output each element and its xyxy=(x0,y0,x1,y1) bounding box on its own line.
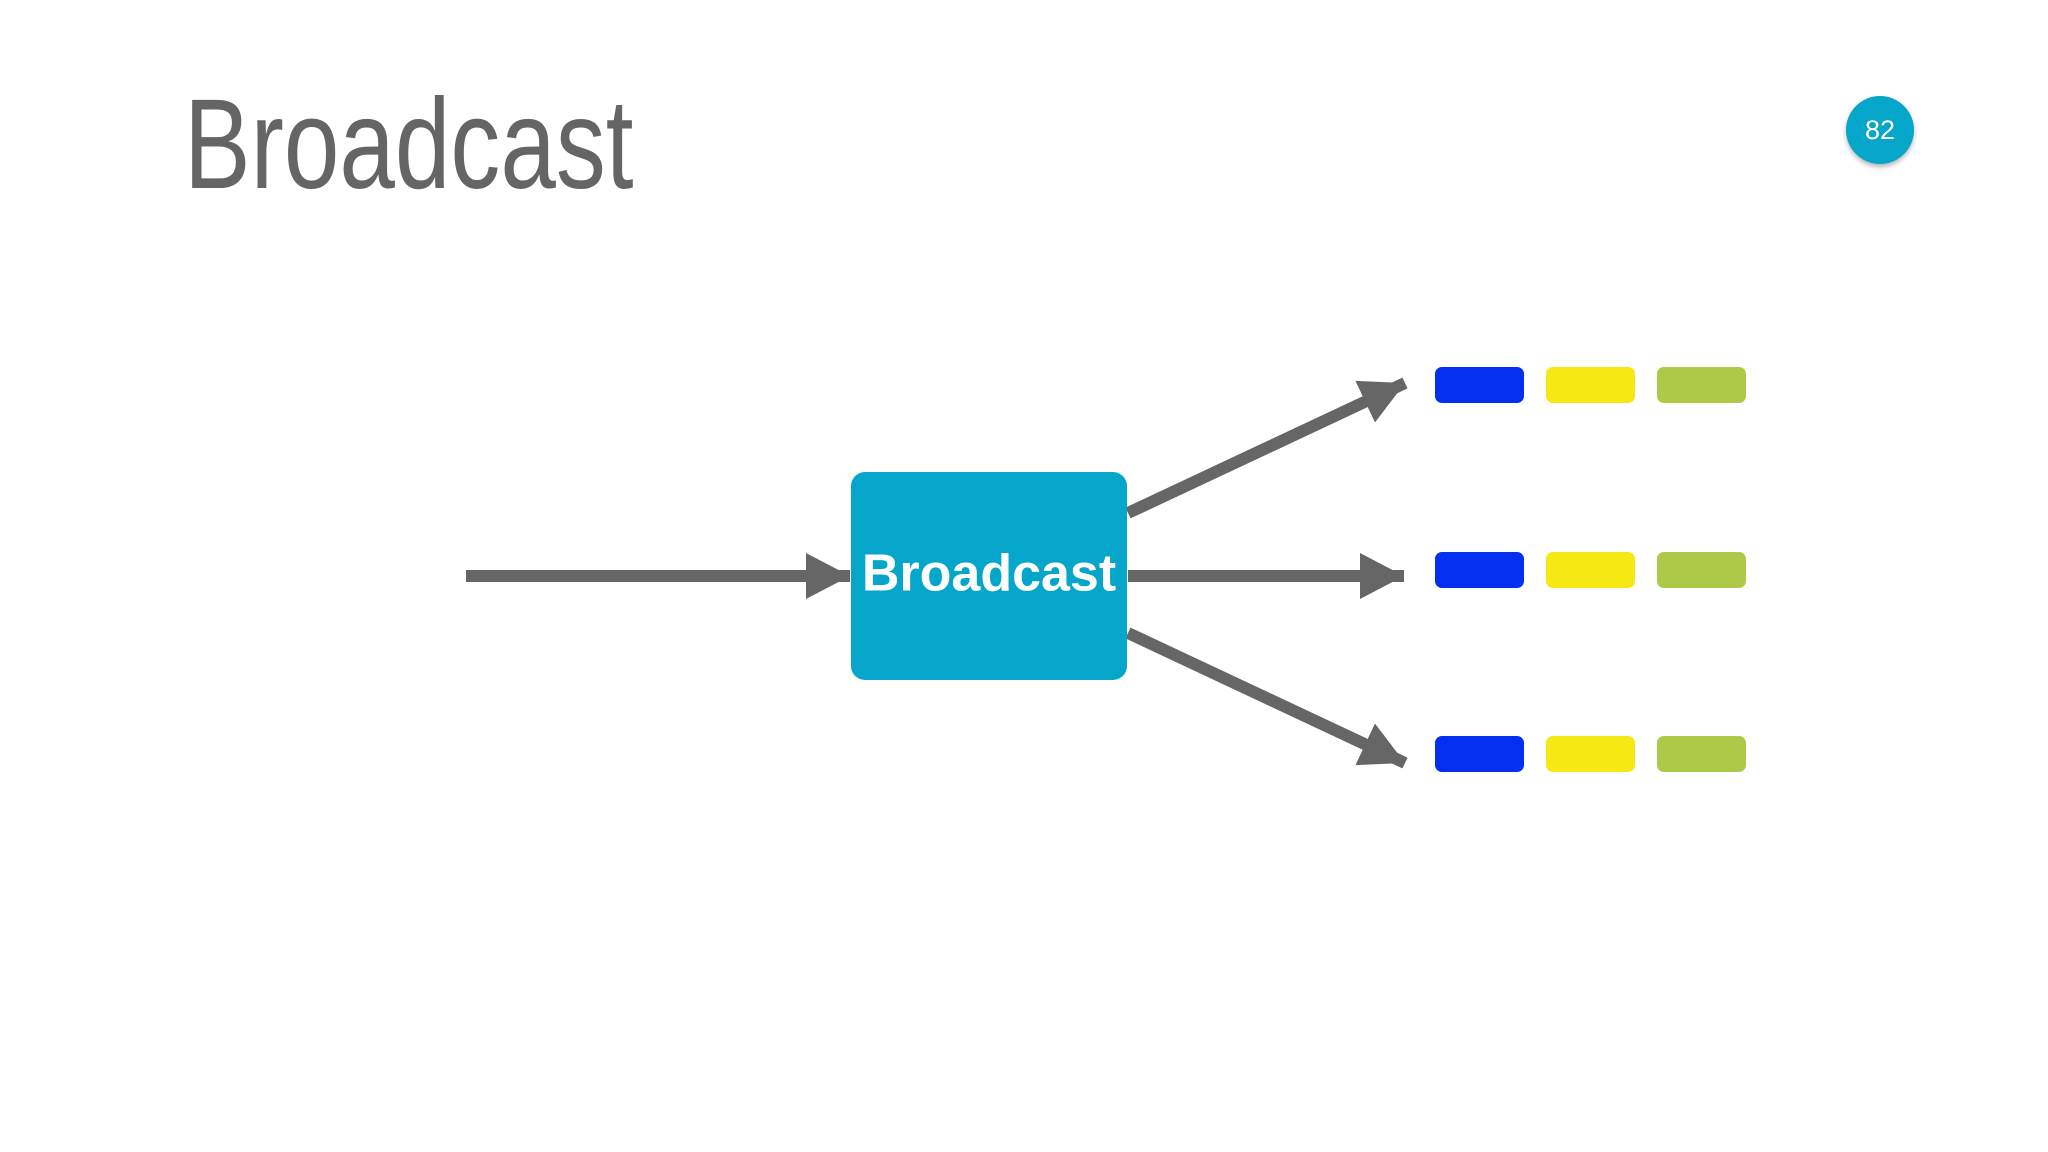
data-block xyxy=(1546,552,1635,588)
data-block xyxy=(1657,552,1746,588)
page-number-badge: 82 xyxy=(1846,96,1914,164)
data-block xyxy=(1546,367,1635,403)
data-block xyxy=(1546,736,1635,772)
data-block xyxy=(1435,367,1524,403)
output-arrow-top xyxy=(1125,377,1408,519)
broadcast-node xyxy=(851,472,1127,680)
output-row-bottom xyxy=(1435,736,1746,772)
data-block xyxy=(1435,552,1524,588)
data-block xyxy=(1435,736,1524,772)
output-row-middle xyxy=(1435,552,1746,588)
data-block xyxy=(1657,367,1746,403)
output-row-top xyxy=(1435,367,1746,403)
slide-title: Broadcast xyxy=(184,73,634,216)
output-arrow-bottom xyxy=(1125,627,1408,769)
broadcast-node-label: Broadcast xyxy=(862,545,1116,603)
data-block xyxy=(1657,736,1746,772)
